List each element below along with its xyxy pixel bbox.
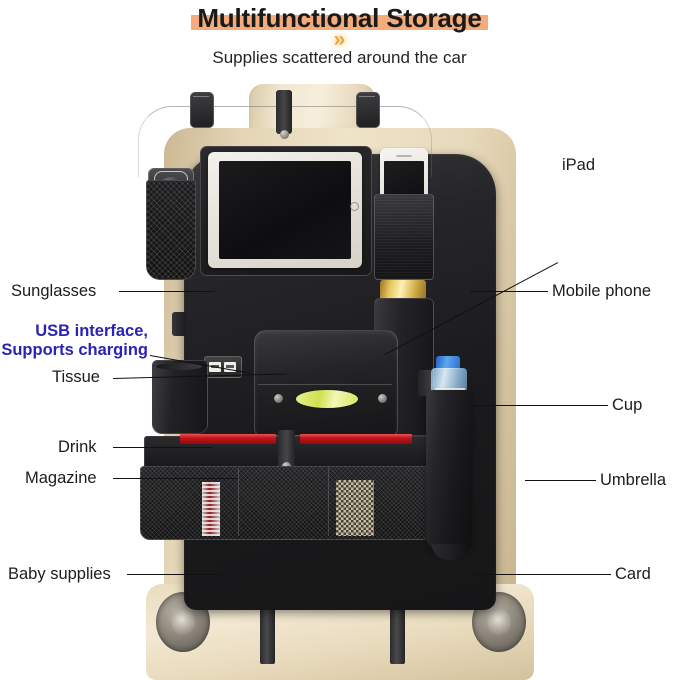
page-subtitle: Supplies scattered around the car: [212, 48, 467, 67]
label-tissue: Tissue: [52, 368, 100, 386]
product-photo: [128, 84, 552, 680]
tablet-home-button-icon: [350, 202, 359, 211]
tissue-rivet-left: [274, 394, 283, 403]
label-usb-line2: Supports charging: [1, 341, 148, 359]
organizer-side-tab-left: [172, 312, 186, 336]
label-usb-line1: USB interface,: [35, 322, 148, 340]
label-drink: Drink: [58, 438, 97, 456]
leader-line-umbrella: [525, 480, 596, 482]
magazine-center-strap: [278, 430, 295, 472]
bottle-cap: [436, 356, 460, 369]
sunglasses-mesh-pocket: [146, 180, 196, 280]
leader-line-cup: [468, 405, 608, 407]
label-cup: Cup: [612, 396, 643, 414]
page-title: Multifunctional Storage: [197, 3, 482, 33]
headrest-hook-right: [356, 92, 380, 128]
label-usb-interface: USB interface, Supports charging: [0, 322, 148, 360]
title-highlight-band: [191, 15, 488, 30]
label-mobile-phone: Mobile phone: [552, 282, 652, 300]
label-magazine: Magazine: [25, 469, 97, 487]
car-headrest: [249, 84, 375, 134]
tissue-rivet-right: [378, 394, 387, 403]
pocket-divider-1: [238, 468, 240, 536]
magazine-item-left: [180, 434, 276, 444]
brand-logo-sticker: [296, 390, 358, 408]
usb-port-icon-2: [224, 362, 236, 372]
magazine-item-right: [300, 434, 412, 444]
magazine-strap-snap: [282, 462, 291, 471]
card-item-striped: [202, 482, 220, 536]
sunglasses-arm: [154, 171, 188, 184]
tissue-flap-seam: [258, 384, 392, 386]
mobile-phone-pocket: [374, 194, 434, 280]
tablet-screen: [219, 161, 351, 259]
leader-line-drink: [113, 447, 213, 449]
double-chevron-icon: »: [333, 28, 346, 51]
tissue-box-flap: [254, 330, 398, 436]
leader-line-magazine: [113, 478, 238, 480]
tablet-device: [208, 152, 362, 268]
leader-line-baby-supplies: [127, 574, 222, 576]
leader-line-mobile-phone: [470, 291, 548, 293]
phone-speaker: [396, 155, 412, 157]
pocket-divider-2: [328, 468, 330, 536]
label-umbrella: Umbrella: [600, 471, 667, 489]
label-sunglasses: Sunglasses: [11, 282, 97, 300]
seat-adjust-knob-left: [156, 592, 210, 652]
card-item-checkered: [336, 480, 374, 536]
leader-line-sunglasses: [119, 291, 215, 293]
umbrella-sleeve-clip: [418, 370, 432, 396]
umbrella-holder-sleeve: [426, 390, 472, 560]
organizer-top-snap: [280, 130, 289, 139]
label-baby-supplies: Baby supplies: [8, 565, 111, 583]
page-title-wrap: Multifunctional Storage: [0, 2, 679, 34]
header: Multifunctional Storage » Supplies scatt…: [0, 0, 679, 82]
drink-holder-pocket: [152, 360, 208, 434]
leader-line-card: [470, 574, 611, 576]
headrest-hook-left: [190, 92, 214, 128]
organizer-top-strap: [276, 90, 292, 134]
label-ipad: iPad: [562, 156, 596, 174]
label-card: Card: [615, 565, 651, 583]
